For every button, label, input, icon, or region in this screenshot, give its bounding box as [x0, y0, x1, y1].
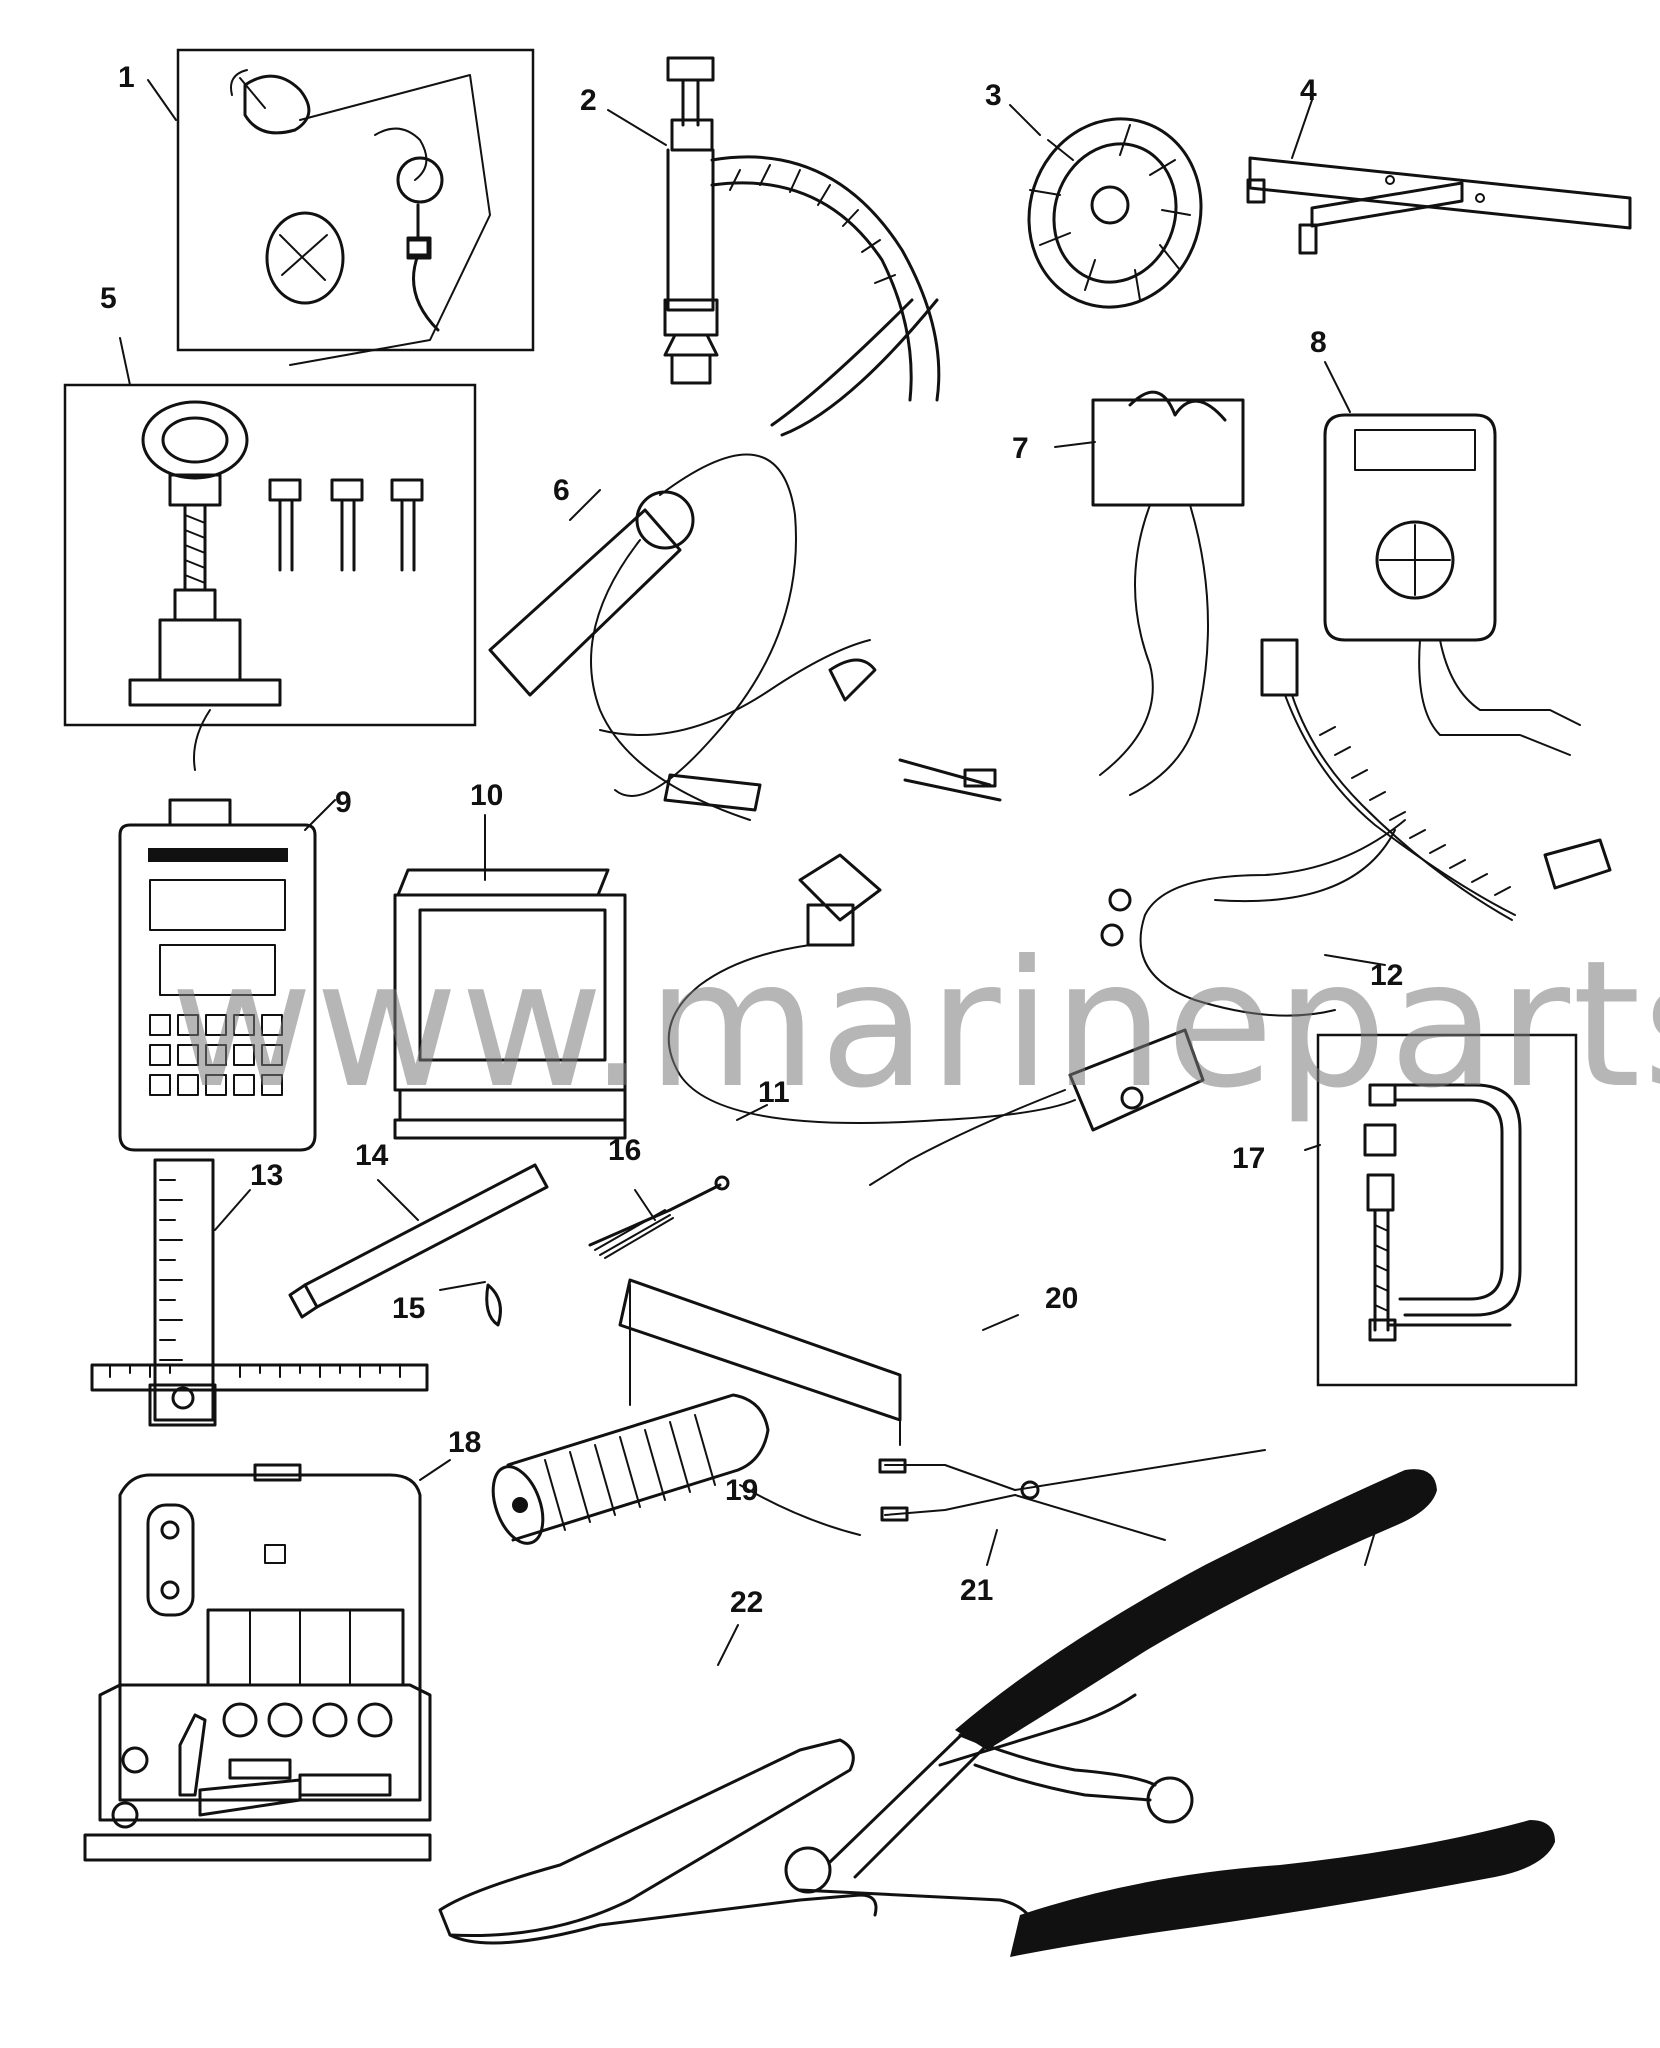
callout-15: 15: [392, 1292, 425, 1325]
callout-7: 7: [1012, 432, 1029, 465]
callout-9: 9: [335, 786, 352, 819]
callout-8: 8: [1310, 326, 1327, 359]
callout-1: 1: [118, 61, 135, 94]
callout-22: 22: [730, 1586, 763, 1619]
bracket-icon: [618, 1278, 902, 1446]
callout-11: 11: [758, 1076, 790, 1109]
callout-23: 23: [1368, 1486, 1401, 1519]
callout-16: 16: [608, 1134, 641, 1167]
callout-10: 10: [470, 779, 503, 812]
test-harness-icon: [898, 390, 1245, 802]
flywheel-holder-icon: [1027, 117, 1203, 309]
leader-lines: [119, 79, 1386, 1666]
adapter-harness-icon: [667, 853, 1205, 1186]
spark-tester-icon: [488, 453, 877, 821]
pliers-small-icon: [878, 1449, 1266, 1541]
boat-fitting-kit-icon: [176, 48, 535, 366]
callout-18: 18: [448, 1426, 481, 1459]
tool-case-icon: [83, 1463, 432, 1862]
gauge-ruler-icon: [90, 1158, 429, 1427]
callout-2: 2: [580, 84, 597, 117]
puller-bar-icon: [1246, 156, 1632, 255]
callout-numbers: 1 2 3 4 5 6 7 8 9 10 11 12 13 14 15 16 1…: [100, 61, 1403, 1619]
snap-ring-pliers-icon: [438, 1469, 1555, 1957]
callout-5: 5: [100, 282, 117, 315]
callout-4: 4: [1300, 74, 1317, 107]
watermark: www.marineparts.eu: [170, 924, 1660, 1127]
software-case-icon: [393, 868, 627, 1140]
c-clamp-icon: [1316, 1033, 1578, 1387]
callout-20: 20: [1045, 1282, 1078, 1315]
callout-12: 12: [1370, 959, 1403, 992]
cable-harness-icon: [1100, 638, 1612, 1017]
pick-tool-icon: [588, 1175, 730, 1259]
callout-17: 17: [1232, 1142, 1265, 1175]
callout-14: 14: [355, 1139, 389, 1172]
handle-icon: [491, 1393, 861, 1545]
clip-icon: [485, 1283, 502, 1327]
diagnostic-terminal-icon: [118, 709, 317, 1152]
multimeter-icon: [1323, 413, 1581, 756]
oil-pump-icon: [663, 56, 941, 437]
callout-3: 3: [985, 79, 1002, 112]
callout-6: 6: [553, 474, 570, 507]
callout-21: 21: [960, 1574, 993, 1607]
lifting-eye-kit-icon: [63, 383, 477, 727]
callout-13: 13: [250, 1159, 283, 1192]
callout-19: 19: [725, 1474, 758, 1507]
driver-tool-icon: [288, 1163, 549, 1319]
